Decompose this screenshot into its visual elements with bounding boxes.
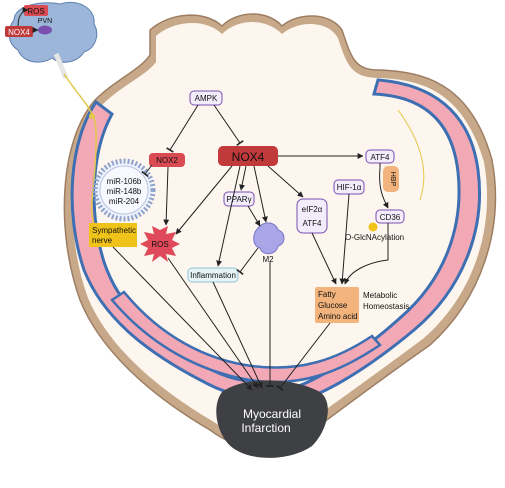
metabolite-amino-acid: Amino acid bbox=[318, 312, 358, 321]
nox2-label: NOX2 bbox=[156, 156, 178, 165]
nerve-ganglion bbox=[89, 113, 95, 119]
nox4-node bbox=[218, 146, 278, 166]
mirna-3: miR-204 bbox=[109, 197, 140, 206]
metabolic-label-line1: Metabolic bbox=[363, 291, 397, 300]
oglcnacylation-label: O-GlcNAcylation bbox=[345, 233, 404, 242]
atf4-mid-label: ATF4 bbox=[303, 219, 323, 228]
atf4-top-label: ATF4 bbox=[371, 153, 391, 162]
brain-nox4-box bbox=[5, 26, 33, 37]
pvn-nucleus bbox=[38, 25, 52, 35]
ampk-node bbox=[189, 90, 223, 106]
brain-nox4-label: NOX4 bbox=[8, 28, 30, 37]
sympathetic-nerve-fiber bbox=[63, 73, 105, 241]
mirna-1: miR-106b bbox=[107, 177, 142, 186]
exosome-vesicle: miR-106b miR-148b miR-204 bbox=[92, 158, 156, 222]
sympathetic-label-line2: nerve bbox=[92, 236, 113, 245]
lower-myocardium bbox=[110, 290, 382, 384]
inflammation-label: Inflammation bbox=[190, 271, 236, 280]
m2-label: M2 bbox=[262, 255, 274, 264]
right-nerve-fiber bbox=[397, 109, 425, 201]
nox2-node bbox=[149, 153, 185, 167]
brain-ros-box bbox=[24, 5, 48, 16]
nox4-label: NOX4 bbox=[232, 150, 265, 164]
mirna-2: miR-148b bbox=[107, 187, 142, 196]
hif1a-label: HIF-1α bbox=[337, 183, 362, 192]
mi-label-line1: Myocardial bbox=[243, 407, 301, 421]
cd36-label: CD36 bbox=[380, 213, 401, 222]
ros-label: ROS bbox=[151, 240, 168, 249]
hbp-node bbox=[383, 166, 399, 192]
myocardial-infarction-region bbox=[216, 380, 328, 458]
glcnac-dot bbox=[368, 222, 378, 232]
m2-macrophage-icon bbox=[253, 222, 285, 255]
ros-burst-icon bbox=[140, 226, 180, 262]
metabolite-glucose: Glucose bbox=[318, 301, 348, 310]
ppar-label: PPARγ bbox=[226, 195, 251, 204]
eif2a-label: eIF2α bbox=[302, 205, 323, 214]
sympathetic-label-line1: Sympathetic bbox=[92, 226, 136, 235]
brain-pvn-label: PVN bbox=[38, 18, 52, 25]
metabolite-fatty: Fatty bbox=[318, 290, 336, 299]
brain-ros-label: ROS bbox=[27, 7, 44, 16]
metabolites-node bbox=[315, 287, 359, 323]
sympathetic-nerve-node bbox=[89, 223, 137, 247]
brain-inset: ROS NOX4 PVN bbox=[5, 2, 98, 80]
pathway-edges bbox=[112, 104, 389, 392]
hbp-label: HBP bbox=[389, 172, 396, 187]
brain-icon bbox=[8, 2, 98, 63]
mi-label-line2: Infarction bbox=[241, 421, 290, 435]
metabolic-label-line2: Homeostasis bbox=[363, 302, 409, 311]
ampk-label: AMPK bbox=[195, 94, 218, 103]
cd36-node bbox=[375, 209, 405, 224]
